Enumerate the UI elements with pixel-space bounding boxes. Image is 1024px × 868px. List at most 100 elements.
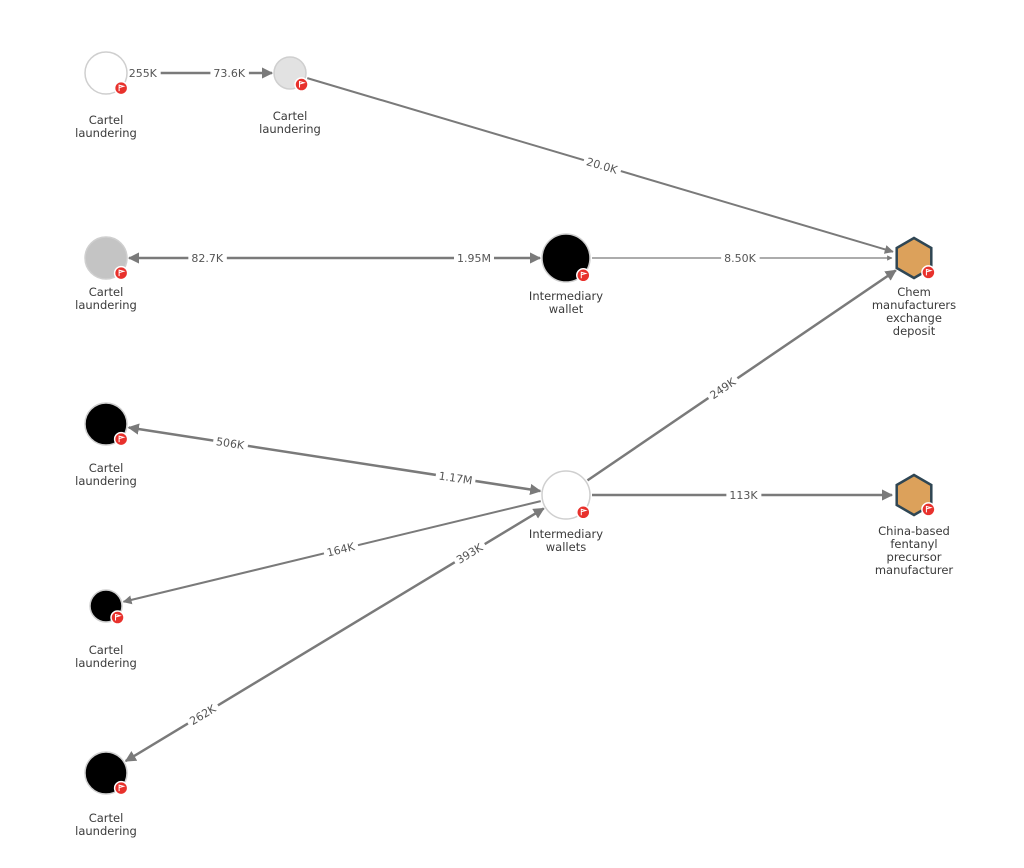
edge-n4-n5[interactable]: 8.50K: [592, 251, 893, 266]
edge-label-group: 164K: [322, 538, 360, 562]
edge-label-group: 73.6K: [210, 66, 249, 81]
edge-n7-n8[interactable]: 113K: [592, 488, 894, 503]
node-label-line: Chem: [897, 285, 931, 299]
edge-amount-label: 1.95M: [457, 252, 491, 265]
edge-label-background: [434, 467, 477, 489]
edge-line[interactable]: [127, 423, 542, 496]
node-label-line: Cartel: [89, 113, 124, 127]
edge-n7-n5[interactable]: 249K: [586, 269, 897, 482]
flag-badge-icon: [113, 431, 129, 447]
node-label-line: Cartel: [89, 461, 124, 475]
flag-glyph: [115, 613, 122, 621]
node-label-line: Cartel: [89, 643, 124, 657]
badge-circle: [113, 265, 129, 281]
badge-circle: [113, 431, 129, 447]
node-label-line: China-based: [878, 524, 950, 538]
edge-label-group: 1.95M: [454, 251, 494, 266]
flag-glyph: [118, 269, 126, 277]
flag-badge-icon: [113, 265, 129, 281]
edge-label-background: [721, 251, 760, 266]
flag-glyph: [299, 80, 306, 88]
edge-n4-n3[interactable]: 82.7K 1.95M: [127, 251, 542, 266]
circle-node-shape[interactable]: [541, 470, 591, 520]
node-label-line: manufacturers: [872, 298, 956, 312]
edge-n2-n1[interactable]: 255K 73.6K: [125, 66, 274, 81]
node-label-line: laundering: [75, 126, 137, 140]
node-label-line: fentanyl: [890, 537, 937, 551]
node-label-line: laundering: [75, 824, 137, 838]
badge-circle: [113, 780, 129, 796]
node-label-line: Intermediary: [529, 527, 603, 541]
edge-amount-label: 73.6K: [213, 67, 245, 80]
flag-glyph: [580, 271, 588, 279]
edge-label-group: 20.0K: [581, 153, 623, 179]
edge-label-group: 82.7K: [188, 251, 227, 266]
badge-circle: [576, 268, 591, 283]
flag-badge-icon: [576, 268, 591, 283]
badge-circle: [576, 505, 591, 520]
edge-n2-n5[interactable]: 20.0K: [306, 77, 894, 254]
edge-amount-label: 1.17M: [438, 469, 474, 487]
edge-line[interactable]: [586, 269, 897, 482]
badge-circle: [294, 77, 309, 92]
edge-label-group: 393K: [451, 538, 489, 570]
edge-label-group: 262K: [184, 699, 223, 731]
edge-amount-label: 255K: [129, 67, 158, 80]
flag-glyph: [580, 508, 588, 516]
edge-label-background: [212, 433, 249, 454]
edge-label-background: [210, 66, 249, 81]
node-label-line: Intermediary: [529, 289, 603, 303]
node-label-line: laundering: [75, 474, 137, 488]
node-label-line: laundering: [259, 122, 321, 136]
edge-label-group: 255K: [125, 66, 161, 81]
node-label-line: deposit: [893, 324, 936, 338]
edge-label-background: [704, 372, 742, 405]
node-label-line: Cartel: [89, 285, 124, 299]
edge-label-group: 8.50K: [721, 251, 760, 266]
flag-glyph: [118, 784, 126, 792]
edge-amount-label: 8.50K: [724, 252, 756, 265]
edge-label-group: 113K: [726, 488, 762, 503]
circle-node-shape[interactable]: [541, 233, 591, 283]
edge-label-background: [581, 153, 623, 179]
flag-badge-icon: [294, 77, 309, 92]
node-label-line: laundering: [75, 656, 137, 670]
node-label-line: precursor: [887, 550, 942, 564]
flag-glyph: [118, 435, 126, 443]
node-label-line: Cartel: [89, 811, 124, 825]
flag-glyph: [118, 84, 126, 92]
flag-glyph: [925, 268, 933, 276]
badge-circle: [921, 265, 936, 280]
node-label-line: manufacturer: [875, 563, 954, 577]
edge-amount-label: 82.7K: [191, 252, 223, 265]
edge-label-background: [125, 66, 161, 81]
node-label-line: exchange: [886, 311, 942, 325]
node-label-line: wallets: [546, 540, 586, 554]
flag-badge-icon: [921, 265, 936, 280]
node-label-line: Cartel: [273, 109, 308, 123]
flag-badge-icon: [113, 780, 129, 796]
node-label-line: wallet: [549, 302, 584, 316]
